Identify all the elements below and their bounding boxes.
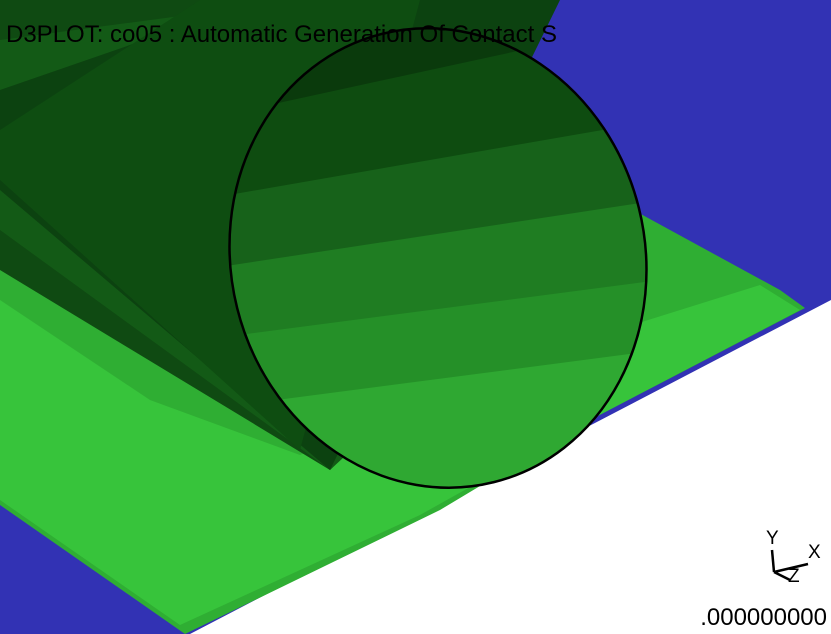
triad-x-label: X: [808, 542, 821, 563]
cylinder-end-outline: [228, 27, 648, 489]
triad-x-axis: [773, 562, 809, 574]
triad-z-axis: [773, 570, 791, 582]
triad-z-label: Z: [788, 566, 800, 587]
time-readout: .000000000: [700, 604, 827, 631]
triad-y-label: Y: [766, 528, 779, 549]
axis-triad: Y X Z: [766, 528, 821, 587]
window-title: D3PLOT: co05 : Automatic Generation Of C…: [6, 21, 557, 48]
triad-y-axis: [770, 549, 776, 573]
